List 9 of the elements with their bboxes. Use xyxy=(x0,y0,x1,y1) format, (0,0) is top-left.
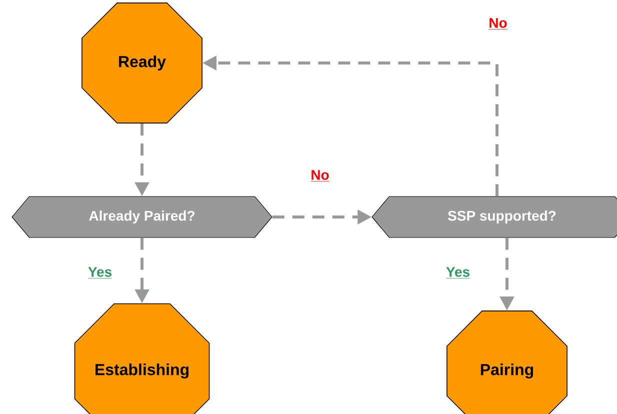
octagon-node: Ready xyxy=(82,2,202,124)
hexagon-decision: SSP supported? xyxy=(372,196,617,238)
edge-label: Yes xyxy=(446,267,470,278)
edge-label: No xyxy=(488,18,508,30)
edge-label: Yes xyxy=(88,267,112,278)
edge-label: No xyxy=(310,170,330,182)
octagon-node: Pairing xyxy=(446,310,568,414)
octagon-node: Establishing xyxy=(74,303,210,414)
hexagon-decision: Already Paired? xyxy=(12,196,272,238)
